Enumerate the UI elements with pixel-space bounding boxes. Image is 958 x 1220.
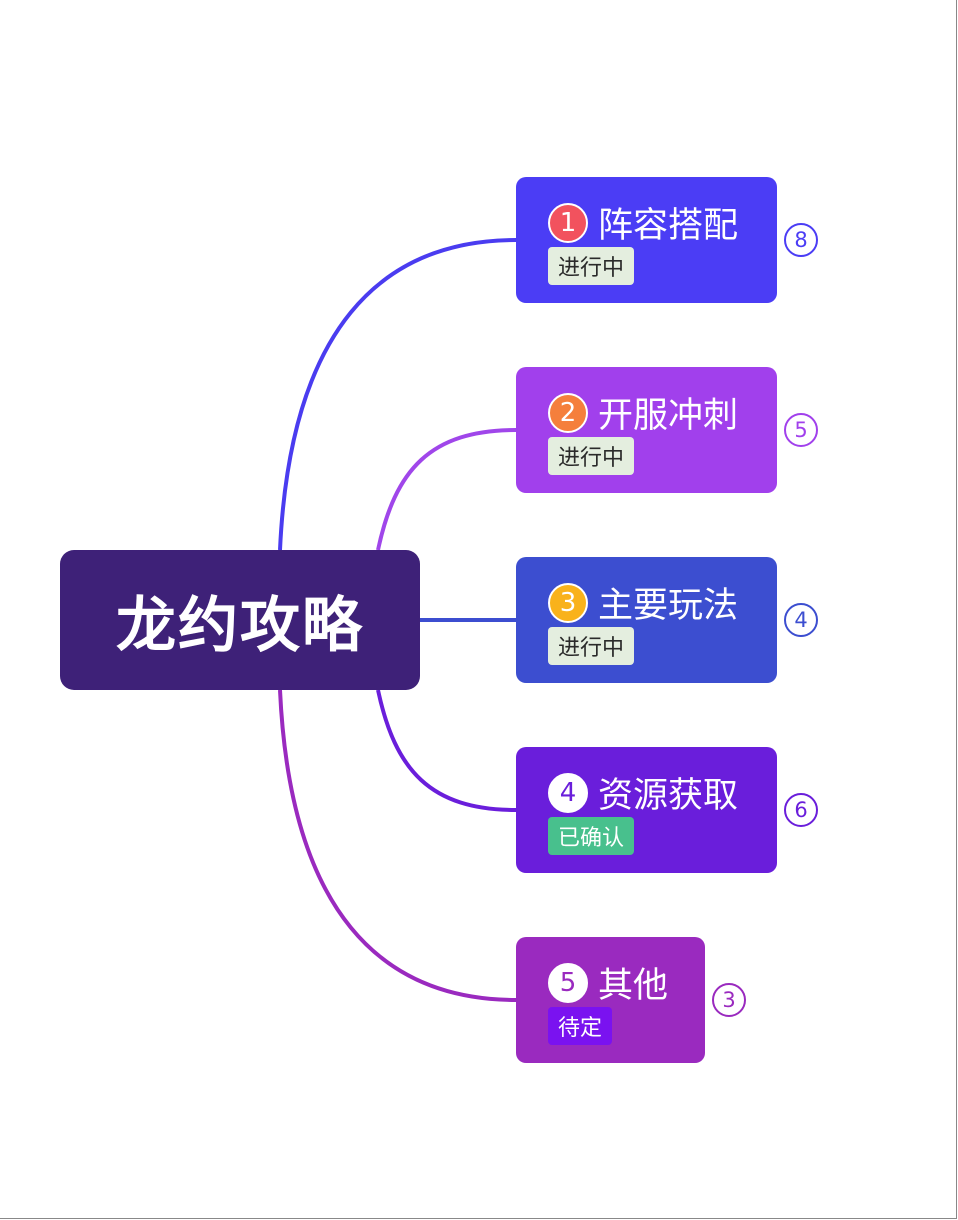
root-label: 龙约攻略 (116, 590, 364, 661)
branch-node-4[interactable]: 4 资源获取 已确认 (516, 747, 777, 873)
branch-title-1: 1 阵容搭配 (548, 197, 738, 248)
connector-1 (278, 238, 517, 551)
status-tag-3: 进行中 (548, 627, 635, 665)
connector-4 (376, 689, 517, 812)
child-count-3[interactable]: 4 (784, 603, 818, 637)
child-count-5[interactable]: 3 (712, 983, 746, 1017)
child-count-4[interactable]: 6 (784, 793, 818, 827)
number-badge-3: 3 (548, 582, 588, 623)
branch-node-1[interactable]: 1 阵容搭配 进行中 (516, 177, 777, 303)
status-tag-1: 进行中 (548, 247, 635, 285)
number-badge-4: 4 (548, 772, 588, 813)
connector-5 (278, 689, 517, 1002)
branch-title-4: 4 资源获取 (548, 767, 738, 818)
branch-label-3: 主要玩法 (598, 586, 739, 626)
connector-2 (376, 428, 517, 551)
branch-node-3[interactable]: 3 主要玩法 进行中 (516, 557, 777, 683)
branch-title-2: 2 开服冲刺 (548, 387, 738, 438)
number-badge-2: 2 (548, 392, 588, 433)
child-count-1[interactable]: 8 (784, 223, 818, 257)
child-count-2[interactable]: 5 (784, 413, 818, 447)
branch-node-2[interactable]: 2 开服冲刺 进行中 (516, 367, 777, 493)
number-badge-1: 1 (548, 202, 588, 243)
branch-title-3: 3 主要玩法 (548, 577, 738, 628)
branch-node-5[interactable]: 5 其他 待定 (516, 937, 705, 1063)
branch-label-5: 其他 (598, 966, 669, 1006)
branch-label-4: 资源获取 (598, 776, 739, 816)
branch-label-2: 开服冲刺 (598, 396, 739, 436)
branch-label-1: 阵容搭配 (598, 206, 739, 246)
branch-title-5: 5 其他 (548, 957, 668, 1008)
status-tag-4: 已确认 (548, 817, 635, 855)
status-tag-5: 待定 (548, 1007, 613, 1045)
status-tag-2: 进行中 (548, 437, 635, 475)
number-badge-5: 5 (548, 962, 588, 1003)
root-node[interactable]: 龙约攻略 (60, 550, 420, 690)
